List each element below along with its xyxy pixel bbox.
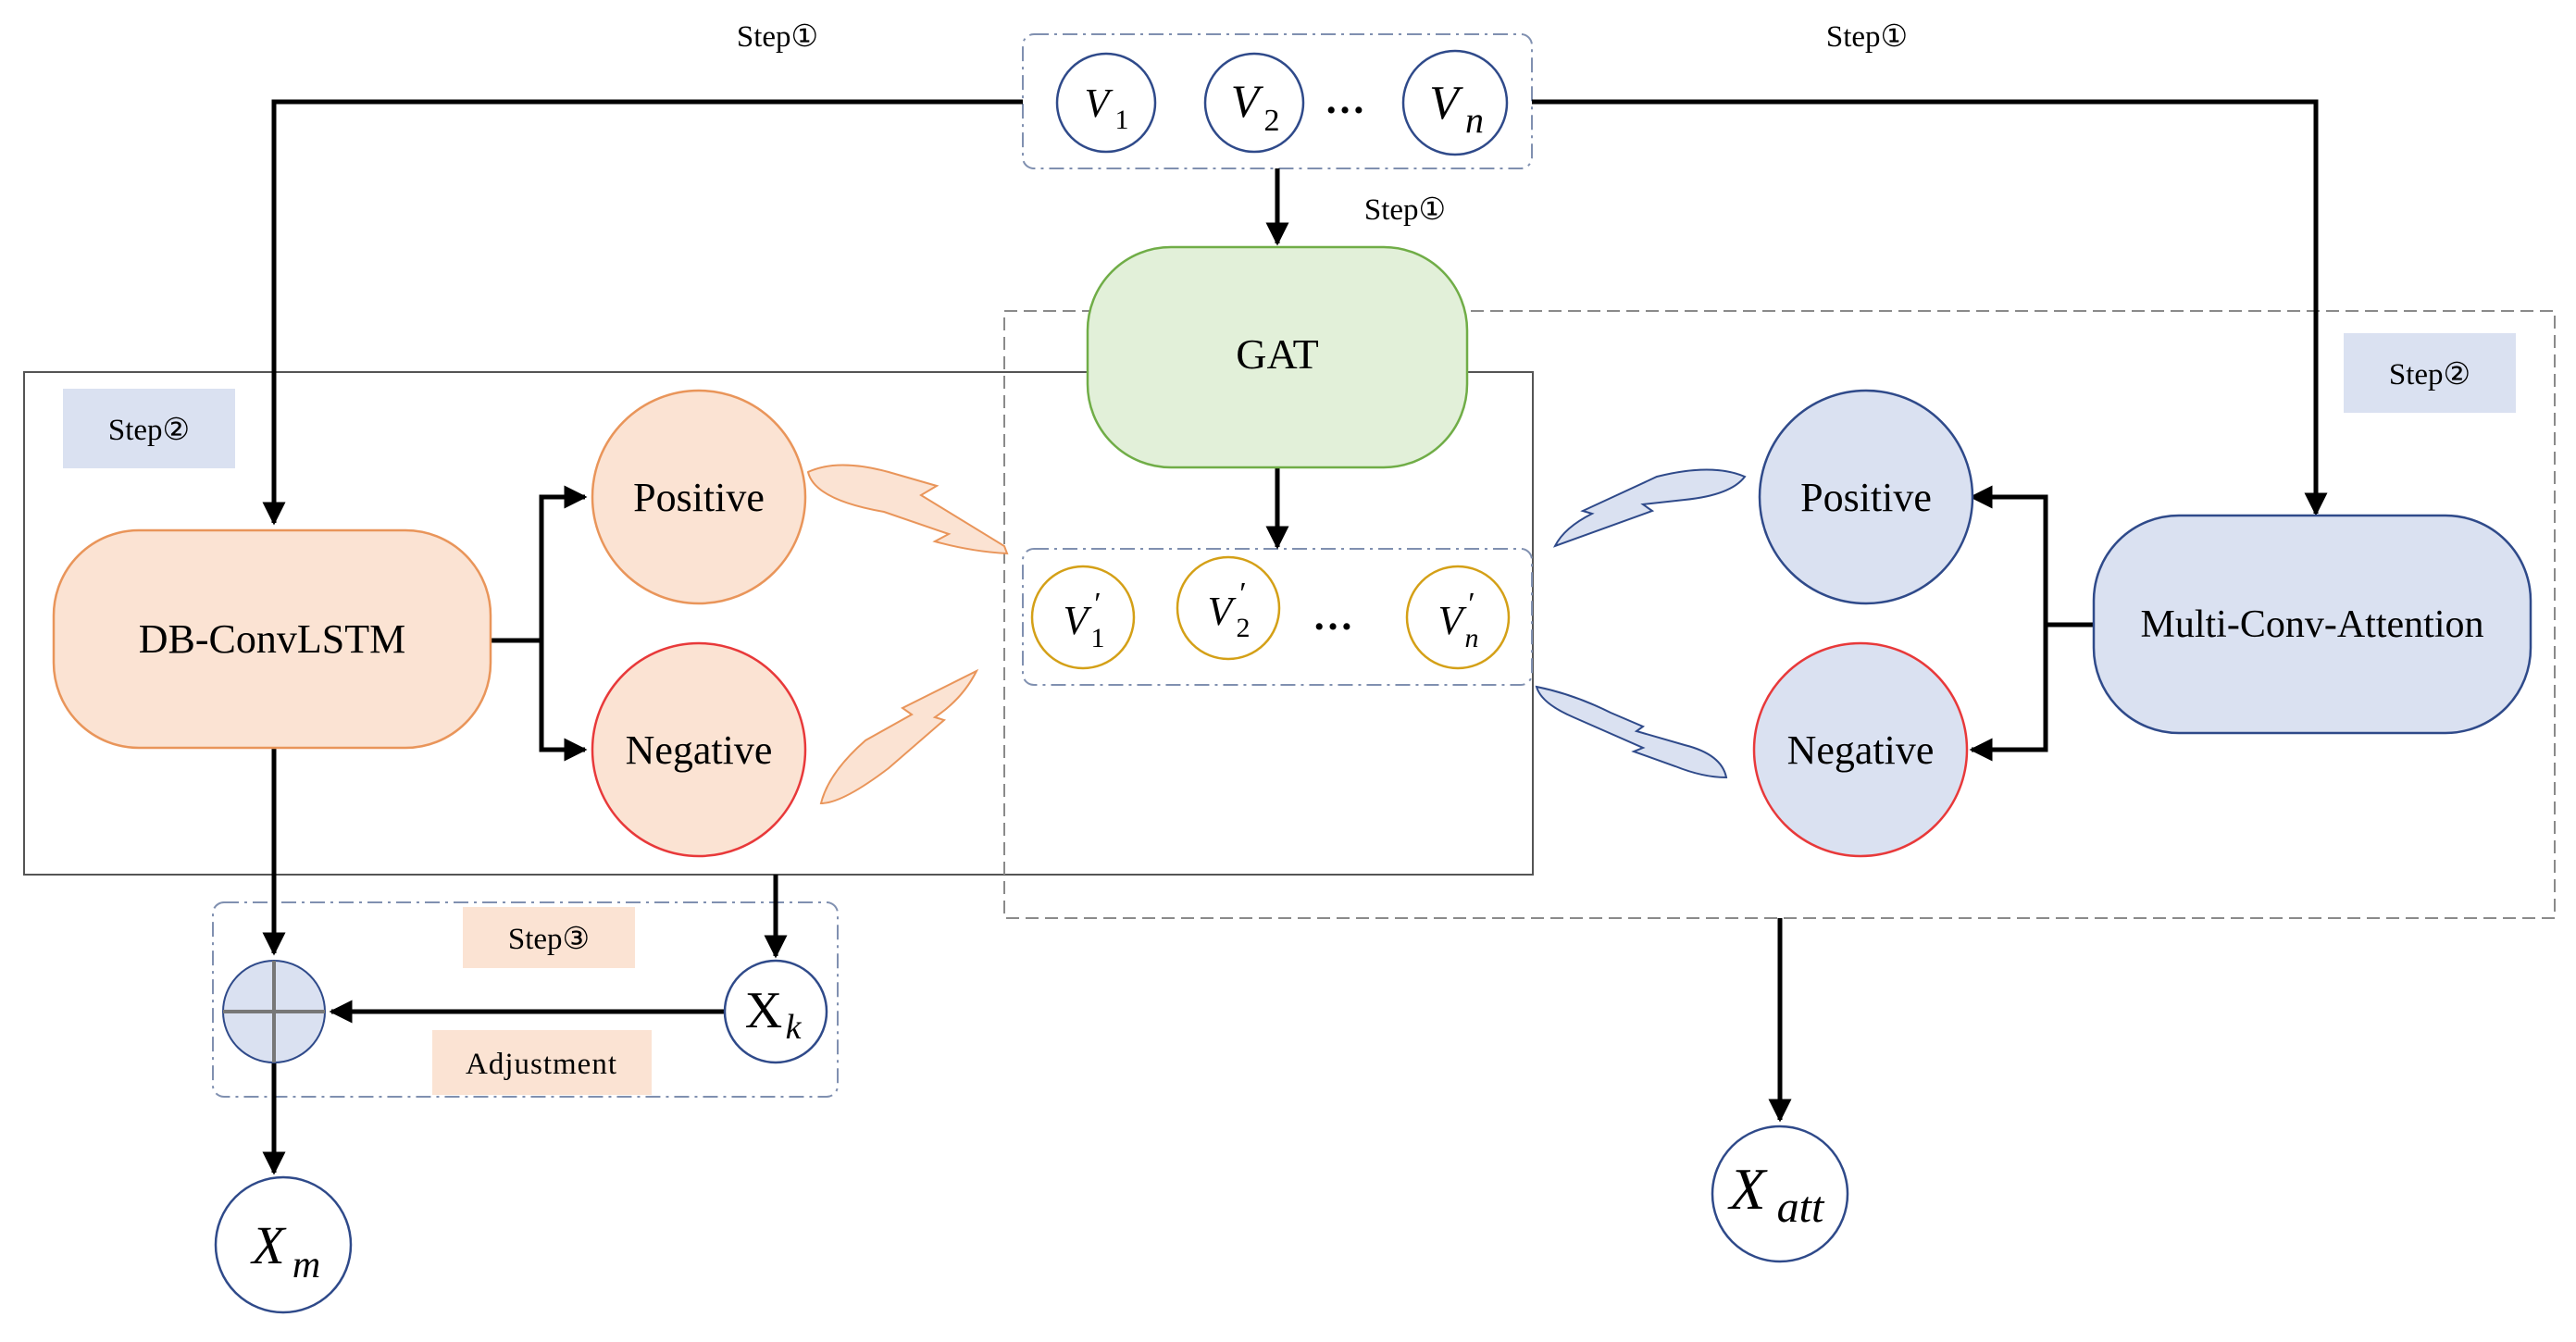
adjustment-frame bbox=[212, 901, 839, 1098]
right-negative-lightning-icon bbox=[1535, 685, 1728, 779]
input-node-v1: V 1 bbox=[1055, 52, 1157, 154]
multi-conv-attention-block bbox=[2092, 514, 2532, 735]
multi-conv-attention-label: Multi-Conv-Attention bbox=[2141, 603, 2484, 646]
v2-base-text: V bbox=[1231, 75, 1264, 127]
xatt-output-node: X att bbox=[1711, 1125, 1849, 1263]
step2-label-left: Step② bbox=[108, 414, 190, 447]
right-positive-node bbox=[1758, 389, 1974, 605]
xk-node: X k bbox=[723, 959, 828, 1064]
left-negative-label: Negative bbox=[626, 727, 773, 773]
db-convlstm-block bbox=[52, 528, 492, 750]
output-node-v1: V ′ 1 bbox=[1030, 565, 1136, 670]
v1p-prime-text: ′ bbox=[1094, 587, 1101, 621]
step1-label-mid: Step① bbox=[1364, 193, 1446, 227]
input-node-vn: V n bbox=[1401, 49, 1509, 156]
vnp-prime-text: ′ bbox=[1468, 587, 1475, 621]
xm-base-text: X bbox=[250, 1215, 287, 1275]
step1-label-right: Step① bbox=[1826, 20, 1908, 54]
step3-label: Step③ bbox=[508, 923, 590, 956]
gat-block bbox=[1086, 245, 1469, 469]
input-node-v2: V 2 bbox=[1203, 52, 1305, 154]
left-negative-lightning-icon bbox=[819, 668, 979, 805]
mca-fork-connector bbox=[1969, 485, 2094, 628]
right-positive-label: Positive bbox=[1800, 475, 1932, 520]
xk-sub-text: k bbox=[786, 1008, 803, 1047]
output-ellipsis: … bbox=[1313, 593, 1353, 639]
v2-sub-text: 2 bbox=[1264, 104, 1280, 138]
vnp-sub-text: n bbox=[1465, 623, 1479, 653]
input-ellipsis: … bbox=[1325, 77, 1365, 122]
lstm-fork-connector bbox=[491, 485, 588, 643]
xm-output-node: X m bbox=[214, 1175, 353, 1314]
xm-sub-text: m bbox=[292, 1244, 320, 1286]
db-convlstm-label: DB-ConvLSTM bbox=[139, 616, 405, 662]
output-node-v2: V ′ 2 bbox=[1176, 555, 1281, 661]
step2-badge-left bbox=[63, 389, 235, 468]
step1-left-connector bbox=[262, 99, 1023, 526]
adjustment-label: Adjustment bbox=[466, 1048, 617, 1081]
mca-fork-connector-neg bbox=[1969, 625, 2048, 762]
output-node-vn: V ′ n bbox=[1405, 565, 1511, 670]
v2p-prime-text: ′ bbox=[1239, 577, 1246, 611]
v1p-base-text: V bbox=[1064, 598, 1093, 643]
step3-badge bbox=[463, 907, 635, 968]
v1p-sub-text: 1 bbox=[1091, 623, 1105, 653]
right-negative-label: Negative bbox=[1787, 727, 1935, 773]
v2p-base-text: V bbox=[1208, 589, 1238, 634]
vnp-base-text: V bbox=[1438, 598, 1468, 643]
step1-label-left: Step① bbox=[737, 20, 818, 54]
right-negative-node bbox=[1752, 641, 1969, 858]
step2-label-right: Step② bbox=[2389, 358, 2470, 391]
sum-node bbox=[222, 960, 326, 1063]
right-branch-frame bbox=[1003, 310, 2556, 919]
step1-right-connector bbox=[1532, 99, 2328, 516]
input-nodes-frame bbox=[1022, 33, 1533, 169]
v1-sub-text: 1 bbox=[1115, 105, 1129, 135]
xk-base-text: X bbox=[745, 982, 782, 1039]
v1-base-text: V bbox=[1085, 81, 1114, 126]
gat-label: GAT bbox=[1236, 330, 1318, 378]
xatt-sub-text: att bbox=[1777, 1183, 1825, 1232]
v2p-sub-text: 2 bbox=[1237, 613, 1251, 643]
step2-badge-right bbox=[2344, 333, 2516, 413]
left-positive-node bbox=[591, 389, 807, 605]
vn-sub-text: n bbox=[1465, 99, 1484, 141]
adjustment-badge bbox=[432, 1030, 652, 1095]
lstm-fork-connector-neg bbox=[539, 640, 588, 762]
left-positive-label: Positive bbox=[633, 475, 765, 520]
right-positive-lightning-icon bbox=[1552, 468, 1747, 548]
xatt-base-text: X bbox=[1726, 1156, 1768, 1222]
left-positive-lightning-icon bbox=[806, 464, 1009, 555]
vn-base-text: V bbox=[1429, 77, 1463, 130]
left-negative-node bbox=[591, 641, 807, 858]
